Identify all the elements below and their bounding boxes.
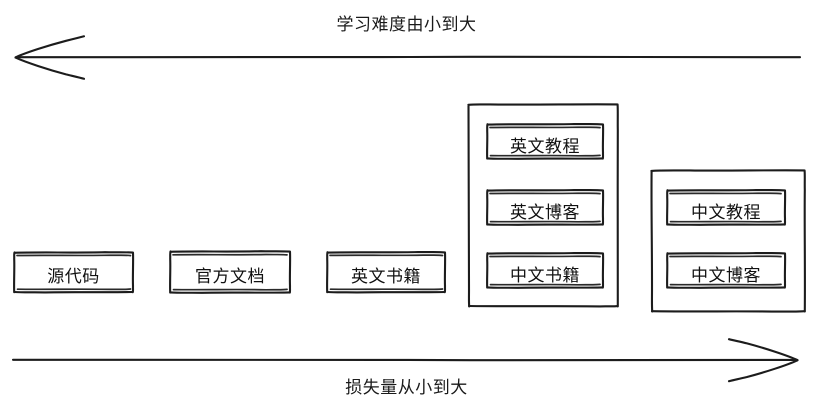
bottom-axis-label: 损失量从小到大 <box>345 378 468 398</box>
node-label-english-tutorial: 英文教程 <box>510 137 580 157</box>
node-chinese-books[interactable]: 中文书籍 <box>487 253 603 288</box>
node-source-code[interactable]: 源代码 <box>14 252 133 292</box>
node-chinese-blog[interactable]: 中文博客 <box>667 253 785 288</box>
node-label-source-code: 源代码 <box>47 267 100 287</box>
node-label-chinese-blog: 中文博客 <box>691 266 761 286</box>
group-english-tutorial-group[interactable]: 英文教程 英文博客 中文书籍 <box>468 104 618 307</box>
node-english-tutorial[interactable]: 英文教程 <box>487 124 603 159</box>
node-label-english-blog: 英文博客 <box>510 203 580 223</box>
node-label-english-books: 英文书籍 <box>351 267 421 287</box>
node-label-official-docs: 官方文档 <box>195 267 265 287</box>
node-english-blog[interactable]: 英文博客 <box>487 190 603 225</box>
node-official-docs[interactable]: 官方文档 <box>170 251 290 292</box>
top-axis-label: 学习难度由小到大 <box>336 15 477 35</box>
node-label-chinese-books: 中文书籍 <box>510 266 580 286</box>
node-english-books[interactable]: 英文书籍 <box>327 252 445 292</box>
group-chinese-tutorial-group[interactable]: 中文教程 中文博客 <box>651 170 805 312</box>
arrow-left-icon <box>14 35 802 80</box>
node-label-chinese-tutorial: 中文教程 <box>691 203 761 223</box>
node-chinese-tutorial[interactable]: 中文教程 <box>667 190 785 225</box>
